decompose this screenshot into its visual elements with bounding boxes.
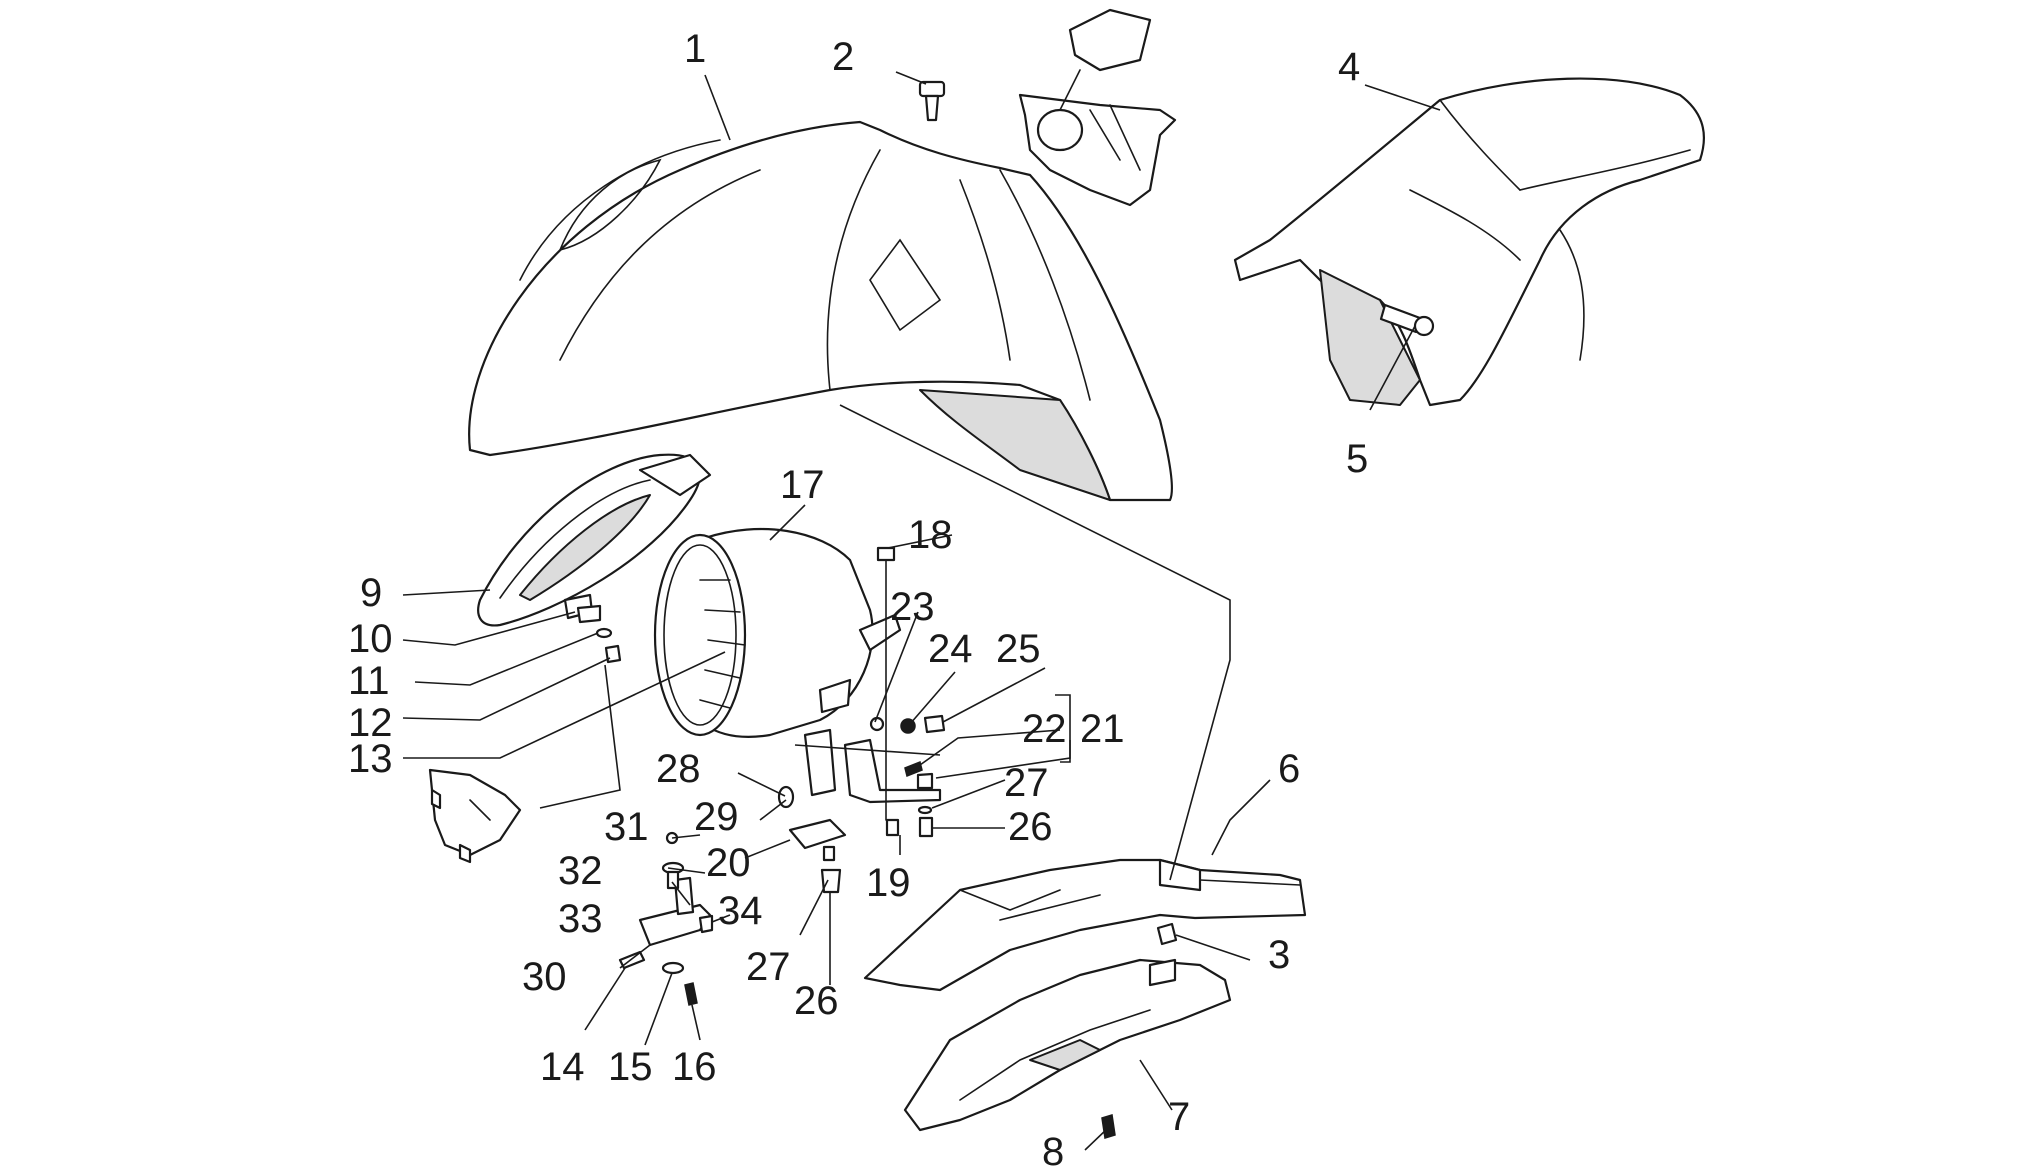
callout-29: 29 [694, 795, 739, 839]
callout-12: 12 [348, 701, 393, 745]
callout-14: 14 [540, 1045, 585, 1089]
callout-20: 20 [706, 841, 751, 885]
part-center-bracket [777, 546, 946, 894]
callout-7: 7 [1168, 1095, 1190, 1139]
callout-32: 32 [558, 849, 603, 893]
callout-33: 33 [558, 897, 603, 941]
callout-30: 30 [522, 955, 567, 999]
callout-34: 34 [718, 889, 763, 933]
callout-26: 26 [1008, 805, 1053, 849]
callout-3: 3 [1268, 933, 1290, 977]
callout-1: 1 [684, 27, 706, 71]
callout-27-lower: 27 [746, 945, 791, 989]
part-screw-5 [1379, 303, 1435, 337]
part-screw-8 [1101, 1114, 1116, 1139]
part-mudguard-inner [1233, 77, 1705, 407]
callout-15: 15 [608, 1045, 653, 1089]
part-front-mudguard [468, 120, 1174, 502]
leader-lines [402, 71, 1441, 1151]
callout-16: 16 [672, 1045, 717, 1089]
part-lower-left-assembly [618, 831, 714, 1006]
callout-5: 5 [1346, 437, 1368, 481]
part-headlight-frame [477, 453, 712, 627]
callout-27: 27 [1004, 761, 1049, 805]
part-nut-3 [1156, 922, 1178, 946]
callout-13: 13 [348, 737, 393, 781]
part-under-tray [903, 958, 1232, 1132]
callout-26-lower: 26 [794, 979, 839, 1023]
part-clip [918, 80, 946, 122]
callout-23: 23 [890, 585, 935, 629]
callout-2: 2 [832, 35, 854, 79]
callout-8: 8 [1042, 1130, 1064, 1167]
callout-6: 6 [1278, 747, 1300, 791]
callout-10: 10 [348, 617, 393, 661]
callout-24: 24 [928, 627, 973, 671]
part-upper-bracket [1018, 8, 1177, 207]
callout-25: 25 [996, 627, 1041, 671]
part-hardware-11-13 [576, 604, 622, 664]
callout-31: 31 [604, 805, 649, 849]
part-frame-rail [863, 858, 1307, 992]
callout-9: 9 [360, 571, 382, 615]
callout-22: 22 [1022, 707, 1067, 751]
callout-19: 19 [866, 861, 911, 905]
callout-28: 28 [656, 747, 701, 791]
callout-4: 4 [1338, 45, 1360, 89]
part-left-bracket [428, 768, 522, 864]
callout-11: 11 [348, 659, 390, 703]
callout-18: 18 [908, 513, 953, 557]
part-headlight-housing [653, 528, 902, 739]
callout-21: 21 [1080, 707, 1125, 751]
callout-17: 17 [780, 463, 825, 507]
callout-labels: 1 2 3 4 5 6 7 8 9 10 11 12 13 14 15 16 1… [348, 27, 1368, 1167]
